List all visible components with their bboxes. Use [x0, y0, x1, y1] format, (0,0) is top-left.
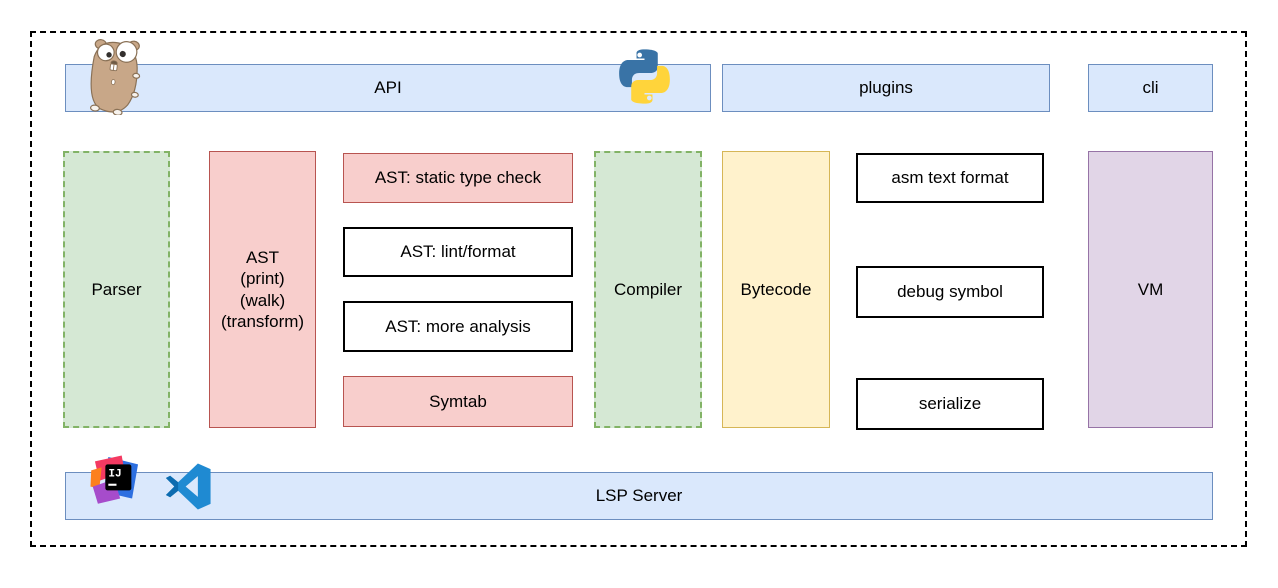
python-icon: [614, 47, 675, 106]
parser-box: Parser: [63, 151, 170, 428]
lsp-server-bar: LSP Server: [65, 472, 1213, 520]
ast-box: AST (print) (walk) (transform): [209, 151, 316, 428]
intellij-idea-icon: IJ: [89, 451, 141, 506]
vm-box: VM: [1088, 151, 1213, 428]
compiler-box: Compiler: [594, 151, 702, 428]
vscode-icon: [162, 463, 214, 510]
asm-text-format-box: asm text format: [856, 153, 1044, 203]
debug-symbol-box: debug symbol: [856, 266, 1044, 318]
symtab-box: Symtab: [343, 376, 573, 427]
serialize-box: serialize: [856, 378, 1044, 430]
go-gopher-icon: [84, 37, 142, 115]
plugins-bar: plugins: [722, 64, 1050, 112]
cli-box: cli: [1088, 64, 1213, 112]
ast-lint-format-box: AST: lint/format: [343, 227, 573, 277]
ast-more-analysis-box: AST: more analysis: [343, 301, 573, 352]
bytecode-box: Bytecode: [722, 151, 830, 428]
ast-static-type-check-box: AST: static type check: [343, 153, 573, 203]
diagram-dashed-border: [30, 31, 1247, 547]
svg-text:IJ: IJ: [108, 468, 121, 480]
api-bar: API: [65, 64, 711, 112]
